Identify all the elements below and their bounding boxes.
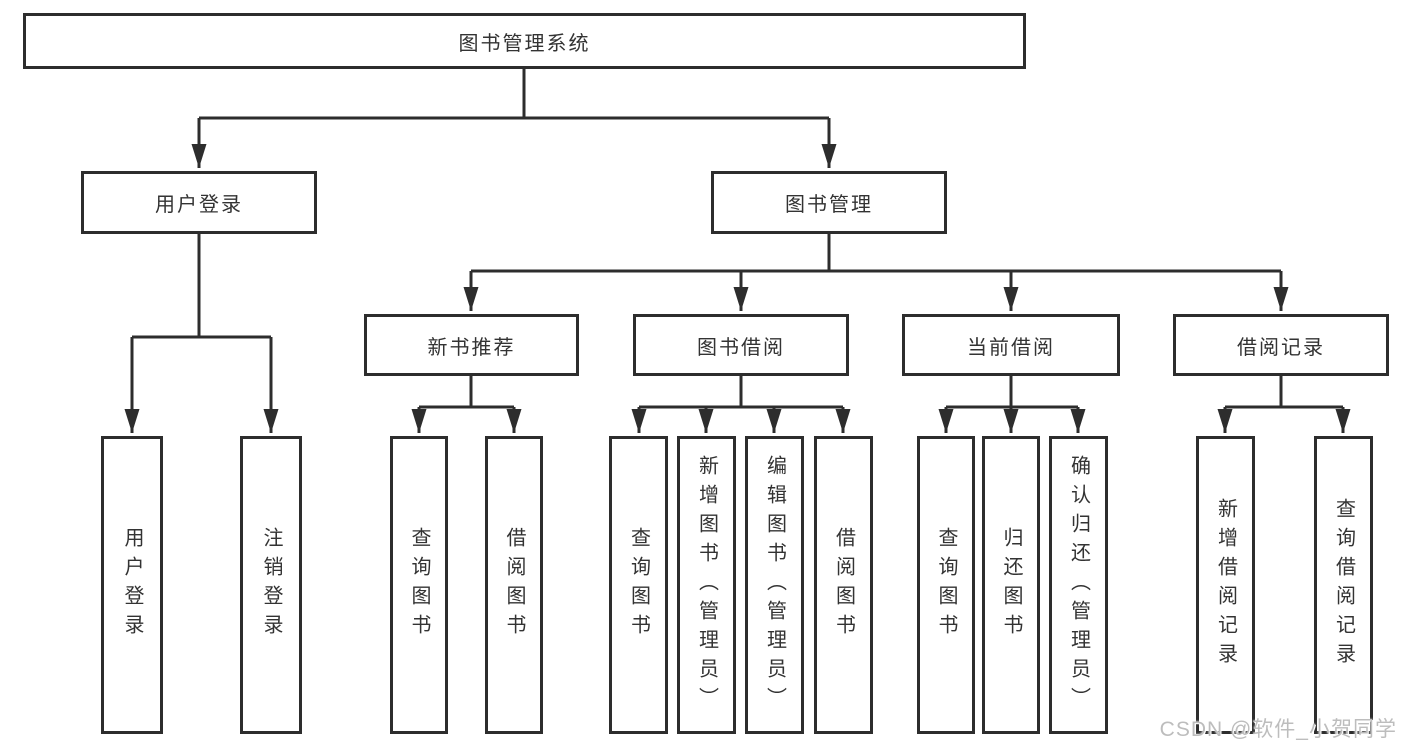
leaf-label: 新增图书（管理员） [695, 454, 718, 716]
leaf-label: 归还图书 [1000, 527, 1022, 643]
node-book-management: 图书管理 [711, 171, 947, 234]
node-leaf-br-add-record: 新增借阅记录 [1196, 436, 1255, 734]
node-leaf-cb-query-book: 查询图书 [917, 436, 975, 734]
node-book-borrow: 图书借阅 [633, 314, 849, 376]
leaf-label: 借阅图书 [832, 527, 855, 643]
leaf-label: 查询图书 [408, 527, 430, 643]
node-leaf-bb-edit-book-admin: 编辑图书（管理员） [745, 436, 804, 734]
node-root-library-system: 图书管理系统 [23, 13, 1026, 69]
node-new-book-recommend: 新书推荐 [364, 314, 579, 376]
node-leaf-nb-borrow-book: 借阅图书 [485, 436, 543, 734]
node-leaf-cb-return-book: 归还图书 [982, 436, 1040, 734]
node-leaf-nb-query-book: 查询图书 [390, 436, 448, 734]
node-leaf-br-query-record: 查询借阅记录 [1314, 436, 1373, 734]
leaf-label: 新增借阅记录 [1214, 498, 1237, 672]
leaf-label: 查询图书 [935, 527, 957, 643]
node-leaf-logout: 注销登录 [240, 436, 302, 734]
leaf-label: 查询借阅记录 [1332, 498, 1355, 672]
leaf-label: 注销登录 [260, 527, 282, 643]
node-user-login: 用户登录 [81, 171, 317, 234]
leaf-label: 确认归还（管理员） [1067, 454, 1090, 716]
leaf-label: 用户登录 [121, 527, 143, 643]
leaf-label: 查询图书 [627, 527, 650, 643]
node-leaf-cb-confirm-return-admin: 确认归还（管理员） [1049, 436, 1108, 734]
leaf-label: 借阅图书 [503, 527, 525, 643]
node-current-borrow: 当前借阅 [902, 314, 1120, 376]
csdn-watermark: CSDN @软件_小贺同学 [1159, 718, 1397, 741]
node-leaf-user-login: 用户登录 [101, 436, 163, 734]
node-leaf-bb-query-book: 查询图书 [609, 436, 668, 734]
node-leaf-bb-add-book-admin: 新增图书（管理员） [677, 436, 736, 734]
node-borrow-record: 借阅记录 [1173, 314, 1389, 376]
node-leaf-bb-borrow-book: 借阅图书 [814, 436, 873, 734]
leaf-label: 编辑图书（管理员） [763, 454, 786, 716]
